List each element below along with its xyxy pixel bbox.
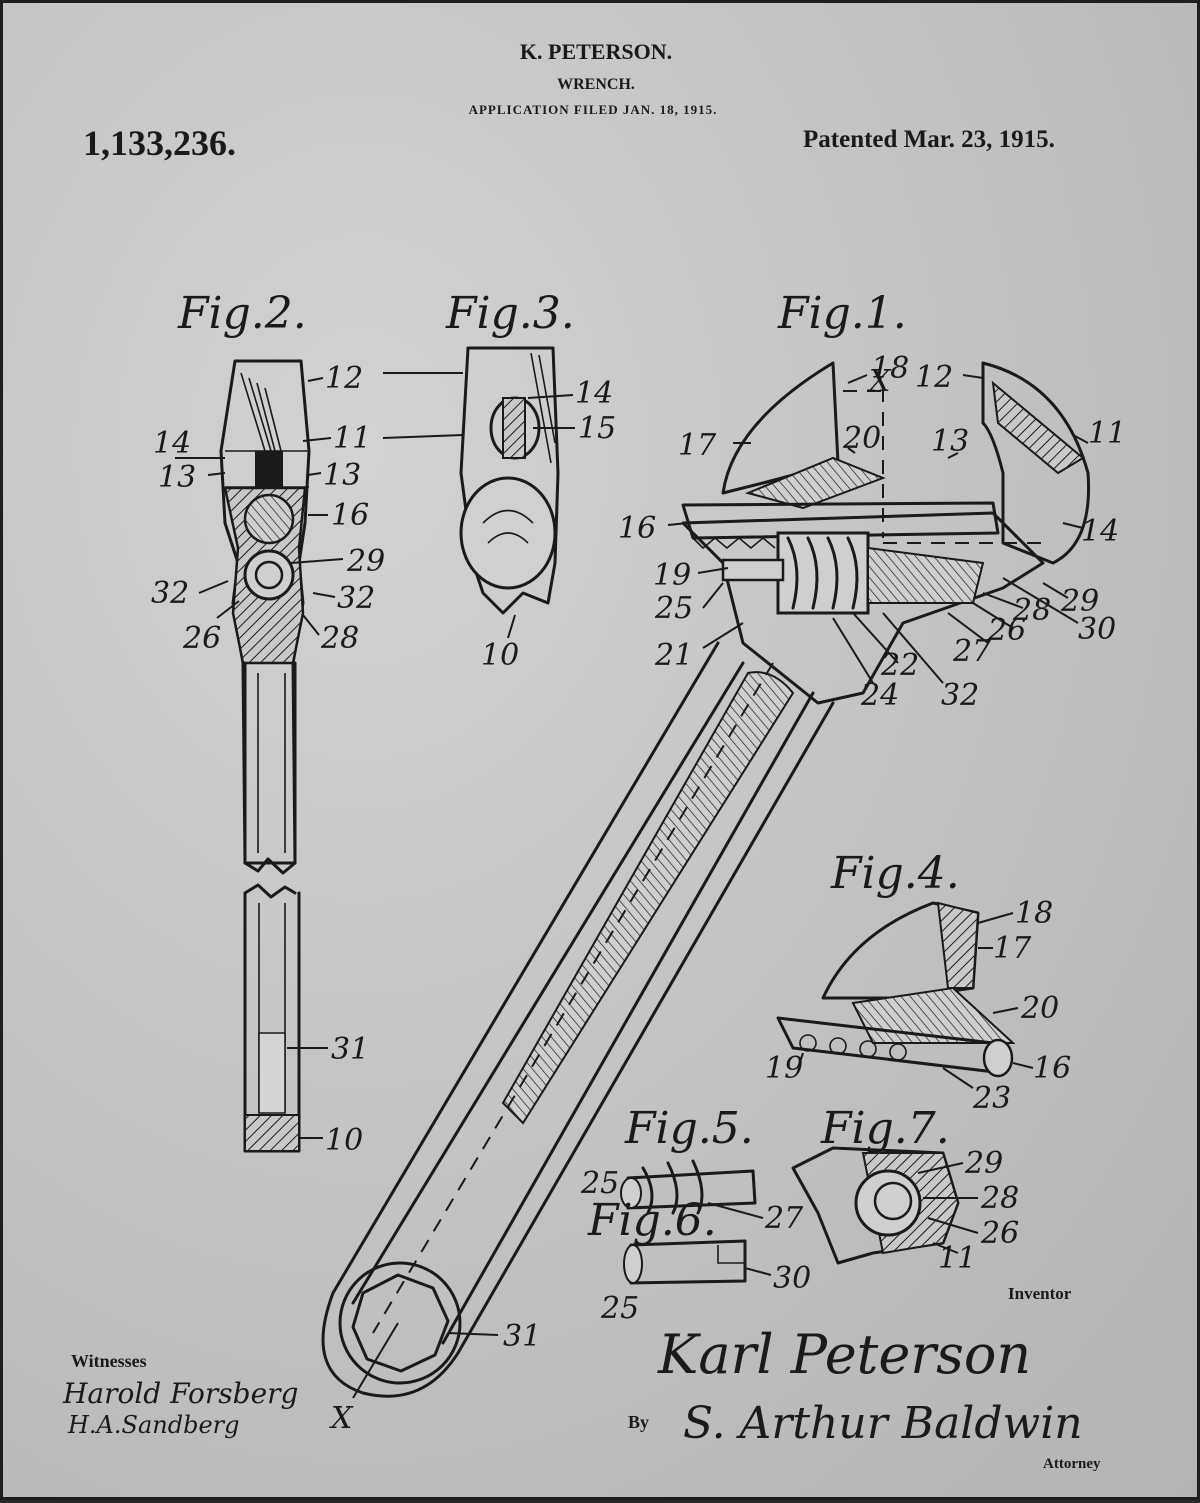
fig5-drawing bbox=[620, 1159, 764, 1219]
svg-text:30: 30 bbox=[773, 1261, 811, 1296]
fig2-drawing bbox=[175, 359, 344, 1153]
svg-text:27: 27 bbox=[764, 1201, 804, 1236]
svg-text:19: 19 bbox=[765, 1051, 803, 1086]
attorney-signature: S. Arthur Baldwin bbox=[683, 1398, 1083, 1449]
fig3-labels: 14 15 10 bbox=[481, 376, 616, 673]
svg-text:14: 14 bbox=[1081, 514, 1119, 549]
fig4-drawing bbox=[776, 901, 1034, 1089]
fig1-title: Fig.1. bbox=[777, 288, 907, 339]
fig1-drawing bbox=[321, 361, 1091, 1398]
svg-text:16: 16 bbox=[331, 498, 369, 533]
svg-text:29: 29 bbox=[1060, 584, 1099, 619]
inventor-signature: Karl Peterson bbox=[657, 1323, 1031, 1386]
svg-text:25: 25 bbox=[580, 1166, 619, 1201]
svg-text:13: 13 bbox=[931, 424, 969, 459]
svg-text:X: X bbox=[329, 1401, 354, 1436]
fig7-labels: 29 28 26 11 bbox=[938, 1146, 1019, 1276]
patented-date: Patented Mar. 23, 1915. bbox=[803, 126, 1055, 153]
svg-text:X: X bbox=[867, 364, 892, 399]
svg-text:18: 18 bbox=[871, 351, 909, 386]
svg-text:16: 16 bbox=[1033, 1051, 1071, 1086]
svg-text:14: 14 bbox=[575, 376, 613, 411]
svg-text:11: 11 bbox=[333, 421, 371, 456]
svg-text:28: 28 bbox=[320, 621, 359, 656]
inventor-label: Inventor bbox=[1008, 1284, 1072, 1303]
fig6-drawing bbox=[623, 1239, 772, 1285]
fig3-title: Fig.3. bbox=[445, 288, 575, 339]
svg-text:31: 31 bbox=[503, 1319, 541, 1354]
svg-text:26: 26 bbox=[987, 613, 1026, 648]
svg-text:17: 17 bbox=[993, 931, 1032, 966]
witnesses-label: Witnesses bbox=[71, 1351, 147, 1371]
fig7-title: Fig.7. bbox=[820, 1103, 950, 1154]
fig2-title: Fig.2. bbox=[177, 288, 307, 339]
svg-text:11: 11 bbox=[1088, 416, 1126, 451]
svg-text:14: 14 bbox=[153, 426, 191, 461]
fig1-labels: 18 X 12 11 17 20 13 14 16 19 25 21 29 28… bbox=[329, 351, 1126, 1436]
svg-text:26: 26 bbox=[980, 1216, 1019, 1251]
svg-text:15: 15 bbox=[578, 411, 616, 446]
svg-text:32: 32 bbox=[151, 576, 189, 611]
attorney-label: Attorney bbox=[1043, 1456, 1101, 1472]
svg-text:11: 11 bbox=[938, 1241, 976, 1276]
fig6-title: Fig.6. bbox=[587, 1195, 717, 1246]
svg-text:16: 16 bbox=[618, 511, 656, 546]
svg-text:25: 25 bbox=[654, 591, 693, 626]
patent-number: 1,133,236. bbox=[83, 123, 236, 163]
svg-text:17: 17 bbox=[678, 428, 717, 463]
fig7-drawing bbox=[791, 1146, 979, 1265]
svg-text:21: 21 bbox=[654, 638, 693, 673]
svg-text:25: 25 bbox=[600, 1291, 639, 1326]
application-filed: APPLICATION FILED JAN. 18, 1915. bbox=[469, 102, 718, 117]
svg-text:10: 10 bbox=[325, 1123, 363, 1158]
fig5-labels: 25 27 bbox=[580, 1166, 804, 1236]
svg-text:29: 29 bbox=[346, 544, 385, 579]
svg-text:12: 12 bbox=[325, 361, 363, 396]
svg-text:30: 30 bbox=[1078, 612, 1116, 647]
svg-text:13: 13 bbox=[323, 458, 361, 493]
witness-1-signature: Harold Forsberg bbox=[62, 1377, 298, 1410]
witness-2-signature: H.A.Sandberg bbox=[67, 1411, 240, 1439]
svg-text:31: 31 bbox=[331, 1032, 369, 1067]
fig2-labels: 12 14 11 13 13 16 29 32 32 26 28 31 10 bbox=[151, 361, 385, 1158]
svg-text:20: 20 bbox=[1020, 991, 1059, 1026]
fig5-title: Fig.5. bbox=[624, 1103, 754, 1154]
svg-text:13: 13 bbox=[158, 460, 196, 495]
svg-text:32: 32 bbox=[337, 581, 375, 616]
fig4-labels: 18 17 20 16 19 23 bbox=[765, 896, 1071, 1116]
svg-text:19: 19 bbox=[653, 558, 691, 593]
fig4-title: Fig.4. bbox=[830, 848, 960, 899]
svg-text:32: 32 bbox=[941, 678, 979, 713]
title-header: WRENCH. bbox=[557, 76, 635, 93]
svg-text:22: 22 bbox=[880, 648, 919, 683]
fig6-labels: 30 25 bbox=[600, 1261, 811, 1326]
svg-text:20: 20 bbox=[842, 421, 881, 456]
svg-text:27: 27 bbox=[952, 634, 992, 669]
svg-text:24: 24 bbox=[860, 678, 899, 713]
svg-text:18: 18 bbox=[1015, 896, 1053, 931]
svg-text:29: 29 bbox=[964, 1146, 1003, 1181]
svg-text:28: 28 bbox=[980, 1181, 1019, 1216]
inventor-name-header: K. PETERSON. bbox=[520, 39, 672, 64]
svg-text:10: 10 bbox=[481, 638, 519, 673]
svg-text:23: 23 bbox=[972, 1081, 1011, 1116]
svg-text:12: 12 bbox=[915, 360, 953, 395]
fig3-drawing bbox=[382, 346, 575, 639]
patent-drawing: K. PETERSON. WRENCH. APPLICATION FILED J… bbox=[62, 39, 1126, 1472]
by-label: By bbox=[628, 1412, 649, 1432]
svg-text:26: 26 bbox=[182, 621, 221, 656]
svg-text:28: 28 bbox=[1012, 593, 1051, 628]
